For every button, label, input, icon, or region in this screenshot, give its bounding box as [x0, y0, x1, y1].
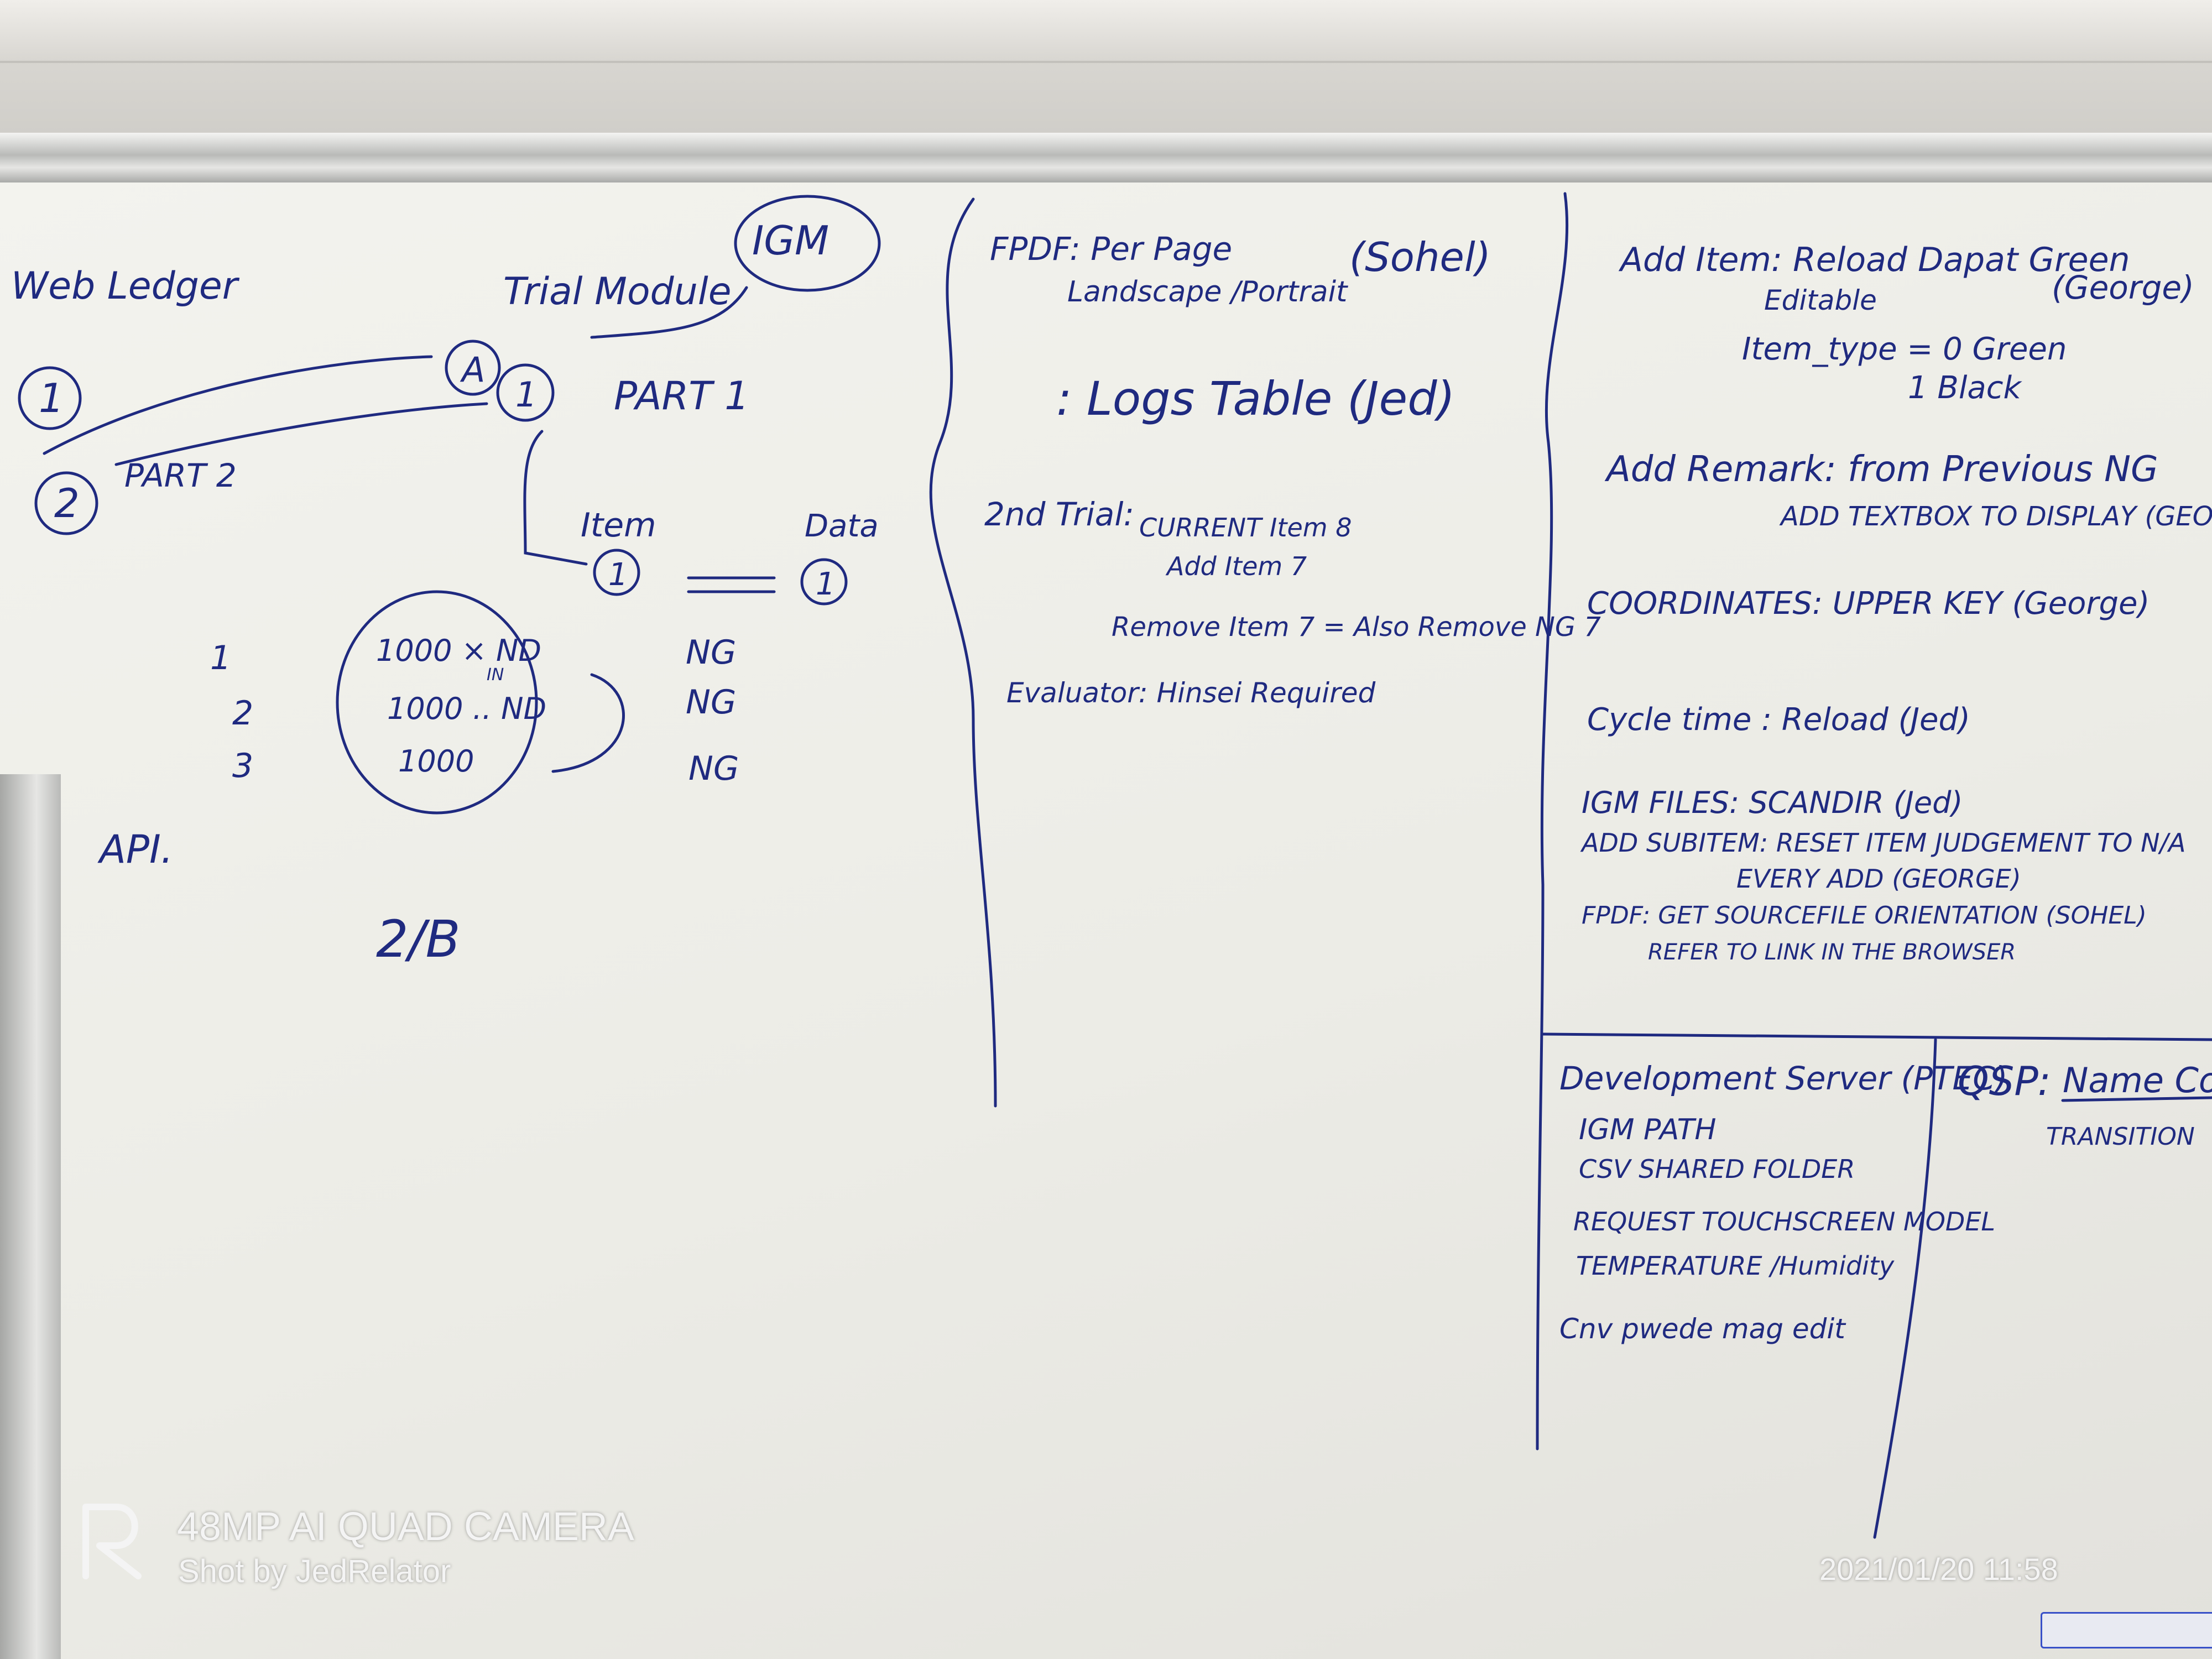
circle-data-1: [800, 558, 848, 606]
watermark-shot-by: Shot by JedRelator: [178, 1553, 451, 1589]
label-item-type-1: 1 Black: [1908, 370, 2023, 406]
label-igm-files: IGM FILES: SCANDIR (Jed): [1582, 785, 1963, 820]
column-divider-2: [1536, 192, 1569, 1451]
label-every-add: EVERY ADD (GEORGE): [1736, 864, 2021, 894]
circle-rows: [336, 590, 538, 815]
label-add-remark: Add Remark: from Previous NG: [1604, 449, 2158, 490]
label-data-1: 1: [816, 566, 836, 602]
marker-pen: [2041, 1612, 2212, 1648]
label-current-item: CURRENT Item 8: [1139, 513, 1352, 542]
ng-1: NG: [686, 633, 736, 672]
circle-igm: [734, 195, 881, 292]
row2-index: 2: [232, 694, 253, 733]
circle-item-1: [593, 549, 640, 596]
label-trial-module: Trial Module: [503, 270, 732, 314]
in-note: IN: [487, 665, 504, 685]
row3-index: 3: [232, 747, 253, 785]
column-divider-1: [929, 197, 997, 1108]
label-refer: REFER TO LINK IN THE BROWSER: [1648, 940, 2016, 965]
label-george-1: (George): [2052, 269, 2194, 306]
board-frame-left: [0, 774, 61, 1659]
label-request-touchscreen: REQUEST TOUCHSCREEN MODEL: [1573, 1207, 1995, 1237]
label-landscape: Landscape /Portrait: [1067, 275, 1348, 309]
label-logs-table: : Logs Table (Jed): [1056, 372, 1455, 426]
ng-2: NG: [686, 683, 736, 722]
node-a: [445, 340, 501, 396]
label-igm: IGM: [752, 217, 829, 264]
label-circle-2: 2: [54, 480, 80, 526]
label-cycle-time: Cycle time : Reload (Jed): [1587, 702, 1970, 738]
label-editable: Editable: [1764, 284, 1877, 316]
ng-3: NG: [688, 749, 739, 788]
label-dev-server: Development Server (PTEC): [1559, 1060, 2007, 1097]
label-circle-1: 1: [39, 375, 64, 421]
row1-value: 1000 × ND: [376, 633, 541, 668]
label-remove-item: Remove Item 7 = Also Remove NG 7: [1112, 612, 1601, 643]
row-divider: [1541, 1032, 2212, 1041]
label-csv-shared: CSV SHARED FOLDER: [1579, 1154, 1855, 1184]
label-item-type-0: Item_type = 0 Green: [1742, 331, 2067, 367]
equals-link: [687, 576, 776, 593]
arrow-web-to-1: [114, 402, 488, 466]
bracket-rows: [551, 673, 625, 773]
label-add-item-reload: Add Item: Reload Dapat Green: [1618, 241, 2130, 279]
window-blind: [0, 0, 2212, 63]
watermark-camera: 48MP AI QUAD CAMERA: [177, 1505, 634, 1549]
label-node-a: A: [460, 349, 485, 390]
whiteboard: [0, 182, 2212, 1659]
label-api: API.: [97, 827, 173, 872]
label-cnv: Cnv pwede mag edit: [1559, 1313, 1846, 1345]
label-add-item: Add Item 7: [1165, 551, 1307, 581]
watermark-datetime: 2021/01/20 11:58: [1819, 1552, 2058, 1587]
label-part-1: PART 1: [614, 373, 749, 419]
label-web-ledger: Web Ledger: [11, 264, 240, 308]
label-item: Item: [581, 506, 656, 545]
label-data: Data: [805, 508, 879, 544]
label-name-convention: Name Conven: [2063, 1060, 2212, 1100]
label-evaluator: Evaluator: Hinsei Required: [1006, 677, 1375, 709]
circle-2: [34, 471, 98, 535]
row3-value: 1000: [398, 744, 474, 779]
label-2b: 2/B: [376, 910, 461, 969]
label-node-1: 1: [515, 374, 537, 415]
board-frame-top: [0, 133, 2212, 182]
connector-to-item: [523, 430, 588, 566]
row2-value: 1000 .. ND: [387, 691, 546, 726]
label-2nd-trial: 2nd Trial:: [984, 495, 1134, 533]
node-1: [496, 363, 555, 422]
column-divider-3: [1873, 1038, 1937, 1539]
arrow-igm-to-trial: [590, 286, 748, 339]
label-fpdf-get: FPDF: GET SOURCEFILE ORIENTATION (SOHEL): [1582, 901, 2147, 930]
label-coordinates: COORDINATES: UPPER KEY (George): [1587, 586, 2150, 622]
label-add-subitem: ADD SUBITEM: RESET ITEM JUDGEMENT TO N/A: [1580, 828, 2186, 858]
label-fpdf: FPDF: Per Page: [990, 230, 1232, 268]
label-sohel: (Sohel): [1349, 234, 1491, 280]
camera-logo-icon: [82, 1504, 142, 1579]
label-igm-path: IGM PATH: [1579, 1113, 1716, 1146]
label-add-textbox: ADD TEXTBOX TO DISPLAY (GEORGE): [1779, 501, 2212, 532]
circle-1: [18, 366, 82, 430]
label-temperature: TEMPERATURE /Humidity: [1576, 1251, 1895, 1281]
label-item-1: 1: [608, 557, 628, 593]
underline-name-convention: [2061, 1096, 2212, 1102]
arrow-web-to-a: [43, 355, 433, 455]
label-part-2: PART 2: [124, 457, 237, 494]
row1-index: 1: [210, 639, 231, 677]
label-qsp: QSP:: [1958, 1058, 2051, 1104]
label-transition: TRANSITION: [2046, 1123, 2195, 1151]
